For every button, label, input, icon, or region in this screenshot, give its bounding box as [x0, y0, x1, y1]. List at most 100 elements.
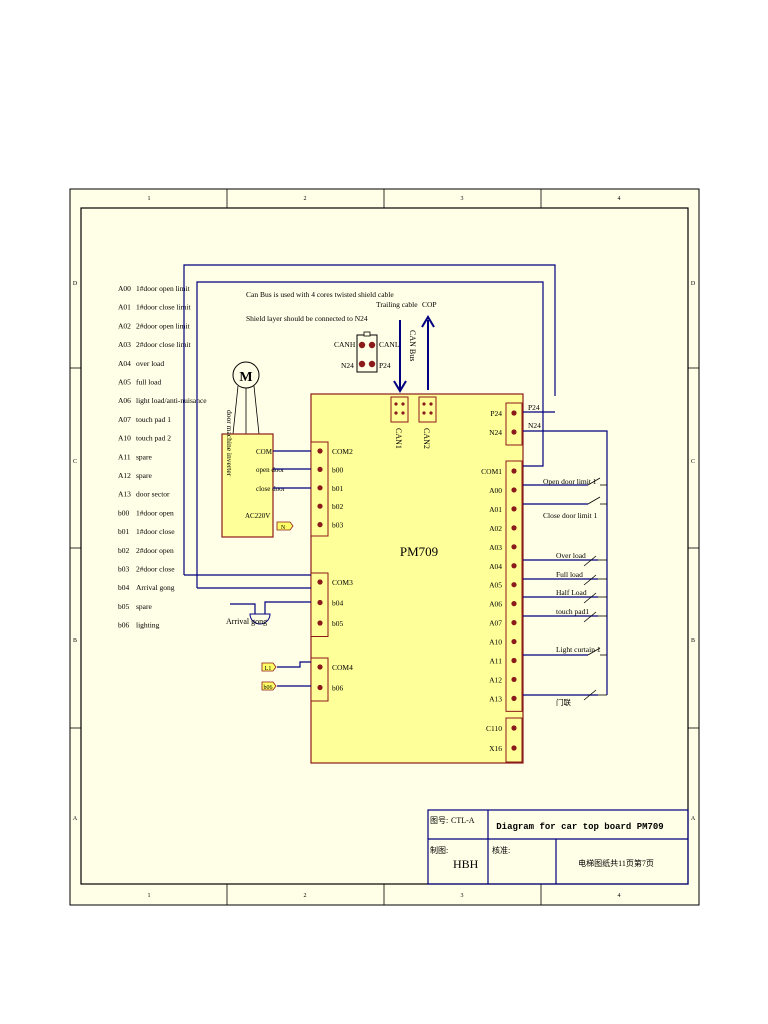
terminal-label: b05: [332, 619, 344, 628]
terminal-label: b06: [332, 684, 344, 693]
l1-tag-label: L1: [265, 666, 272, 672]
zone-row-a: A: [73, 816, 78, 822]
terminal-pin: [511, 544, 517, 550]
terminal-label: C110: [486, 724, 502, 733]
legend-desc: over load: [136, 359, 164, 368]
door-inverter-title: door machine inverter: [225, 410, 234, 477]
zone-row-d: D: [73, 281, 78, 287]
legend-desc: 2#door open limit: [136, 321, 191, 330]
terminal-label: A00: [489, 486, 502, 495]
legend-desc: lighting: [136, 621, 160, 630]
zone-col-2: 2: [304, 196, 307, 202]
terminal-pin: [511, 429, 517, 435]
terminal-pin: [317, 620, 323, 626]
inner-frame: [80, 207, 689, 885]
close-door-limit-label: Close door limit 1: [543, 511, 598, 520]
drawing-no-label: 图号:: [430, 816, 448, 825]
legend-code: b05: [118, 602, 130, 611]
zone-row-c-right: C: [691, 459, 695, 465]
terminal-label: A06: [489, 600, 502, 609]
over-load-label: Over load: [556, 551, 586, 560]
checked-label: 核准:: [492, 845, 510, 855]
terminal-label: b03: [332, 521, 344, 530]
can1-port: [390, 396, 409, 423]
legend-desc: touch pad 1: [136, 415, 171, 424]
terminal-block-left_group3: [310, 657, 329, 702]
terminal-label: COM1: [481, 467, 502, 476]
legend-code: A00: [118, 284, 131, 293]
legend-desc: spare: [136, 602, 152, 611]
legend-code: b06: [118, 621, 130, 630]
terminal-label: P24: [490, 409, 502, 418]
gong-symbol: [249, 613, 271, 625]
can1-label: CAN1: [394, 428, 403, 449]
canbus-note: Can Bus is used with 4 cores twisted shi…: [246, 290, 394, 299]
n-tag-label: N: [281, 525, 286, 531]
drawn-label: 制图:: [430, 845, 448, 855]
terminal-label: b02: [332, 502, 344, 511]
terminal-label: A07: [489, 619, 502, 628]
legend-code: A05: [118, 378, 131, 387]
terminal-label: b00: [332, 465, 344, 474]
legend-code: A01: [118, 303, 131, 312]
legend-code: A06: [118, 396, 131, 405]
n24-wire-label: N24: [528, 421, 541, 430]
n-tag: [276, 521, 294, 531]
switch-contacts: [583, 477, 607, 701]
b06-tag-label: b06: [264, 685, 273, 691]
zone-col-1: 1: [148, 196, 151, 202]
can-connector-pins: [358, 341, 376, 368]
legend-desc: Arrival gong: [136, 583, 175, 592]
terminal-pin: [511, 601, 517, 607]
inverter-close-door: close door: [256, 485, 286, 493]
p24-label: P24: [379, 361, 391, 370]
terminal-pin: [317, 503, 323, 509]
terminal-label: COM2: [332, 447, 353, 456]
zone-col-4-bottom: 4: [618, 893, 621, 899]
legend-code: b00: [118, 508, 130, 517]
zone-dividers: [70, 189, 699, 905]
board-name: PM709: [400, 544, 438, 559]
zone-col-4: 4: [618, 196, 621, 202]
terminal-pin: [317, 466, 323, 472]
legend-desc: 1#door close: [136, 527, 175, 536]
inverter-open-door: open door: [256, 466, 285, 474]
terminal-label: A01: [489, 505, 502, 514]
zone-col-1-bottom: 1: [148, 893, 151, 899]
terminal-label: A12: [489, 675, 502, 684]
l1-tag: [261, 662, 277, 672]
terminal-pin: [511, 657, 517, 664]
touch-pad-label: touch pad1: [556, 607, 589, 616]
motor-label: M: [239, 370, 252, 385]
full-load-label: Full load: [556, 570, 583, 579]
terminal-pin: [511, 582, 517, 588]
can-connector-key: [363, 331, 371, 337]
trailing-cable-label: Trailing cable: [376, 300, 418, 309]
wiring: [183, 264, 608, 696]
half-load-label: Half Load: [556, 588, 587, 597]
terminal-label: A05: [489, 581, 502, 590]
sheet-info: 电梯图纸共11页第7页: [578, 858, 654, 868]
can-port-pins: [394, 402, 433, 415]
terminal-pin: [511, 745, 517, 751]
terminal-label: A10: [489, 638, 502, 647]
open-door-limit-label: Open door limit 1: [543, 477, 597, 486]
terminal-label: A04: [489, 562, 502, 571]
legend-desc: spare: [136, 452, 152, 461]
legend-code: A07: [118, 415, 131, 424]
terminal-pin: [317, 579, 323, 585]
legend-desc: door sector: [136, 490, 170, 499]
n24-label: N24: [341, 361, 354, 370]
terminal-pin: [511, 725, 517, 731]
board-terminals: COM2b00b01b02b03COM3b04b05COM4b06P24N24C…: [310, 402, 523, 763]
legend-desc: touch pad 2: [136, 434, 171, 443]
canbus-vertical-label: CAN Bus: [408, 330, 417, 361]
title-block: [427, 809, 689, 885]
trailing-arrow: [393, 320, 407, 393]
inverter-com: COM: [256, 448, 273, 456]
legend-desc: 1#door close limit: [136, 303, 191, 312]
canh-label: CANH: [334, 340, 356, 349]
canl-label: CANL: [379, 340, 400, 349]
